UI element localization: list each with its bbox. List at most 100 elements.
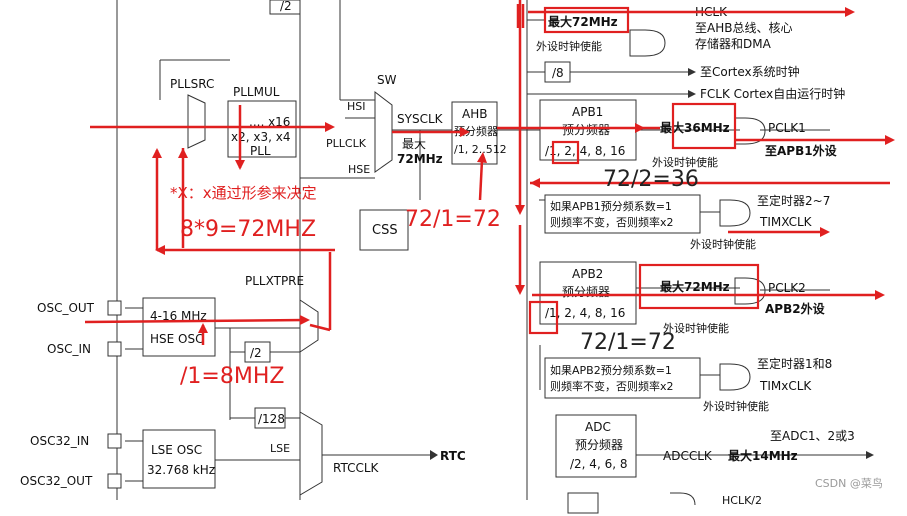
svg-text:PCLK1: PCLK1	[768, 121, 806, 135]
svg-text:/8: /8	[552, 66, 564, 80]
svg-text:至AHB总线、核心: 至AHB总线、核心	[695, 21, 792, 35]
apb2-timer-multiplier: 如果APB2预分频系数=1 则频率不变，否则频率x2 至定时器1和8 TIMxC…	[544, 356, 832, 413]
apb1-prescaler: APB1 预分频器 /1, 2, 4, 8, 16	[539, 99, 637, 161]
pllxtpre-mux: PLLXTPRE	[245, 274, 319, 353]
osc-in-pin: OSC_IN	[47, 341, 122, 357]
osc32-out-pin: OSC32_OUT	[20, 473, 122, 489]
svg-text:OSC32_OUT: OSC32_OUT	[20, 474, 93, 488]
svg-text:PLLSRC: PLLSRC	[170, 77, 214, 91]
svg-text:/128: /128	[258, 412, 285, 426]
lse-osc-block: LSE OSC 32.768 kHz LSE	[142, 429, 290, 489]
svg-text:ADC: ADC	[585, 420, 611, 434]
svg-text:外设时钟使能: 外设时钟使能	[652, 155, 718, 169]
svg-text:PLL: PLL	[250, 144, 271, 158]
svg-text:预分频器: 预分频器	[562, 285, 610, 299]
svg-text:至ADC1、2或3: 至ADC1、2或3	[770, 429, 855, 443]
pllsrc-mux: PLLSRC	[170, 77, 214, 149]
apb2-calc-annotation: 72/1=72	[580, 330, 676, 355]
red-highlight-boxes	[528, 6, 760, 335]
svg-text:至Cortex系统时钟: 至Cortex系统时钟	[700, 64, 800, 79]
svg-text:/1, 2, 4, 8, 16: /1, 2, 4, 8, 16	[545, 306, 625, 320]
pll-calc-annotation: 8*9=72MHZ	[180, 217, 316, 242]
svg-text:SYSCLK: SYSCLK	[397, 112, 444, 126]
svg-text:/1, 2..512: /1, 2..512	[454, 143, 507, 156]
svg-text:OSC_OUT: OSC_OUT	[37, 301, 95, 315]
svg-text:最大72MHz: 最大72MHz	[660, 279, 730, 294]
svg-text:CSS: CSS	[372, 223, 398, 238]
svg-text:APB2外设: APB2外设	[765, 301, 826, 316]
svg-text:至定时器1和8: 至定时器1和8	[757, 356, 832, 371]
svg-text:APB2: APB2	[572, 267, 603, 281]
svg-text:如果APB1预分频系数=1: 如果APB1预分频系数=1	[550, 199, 672, 213]
svg-text:最大36MHz: 最大36MHz	[660, 120, 730, 135]
svg-text:PLLCLK: PLLCLK	[326, 137, 367, 150]
svg-text:则频率不变，否则频率x2: 则频率不变，否则频率x2	[550, 379, 674, 393]
svg-text:/2: /2	[250, 346, 262, 360]
svg-text:FCLK Cortex自由运行时钟: FCLK Cortex自由运行时钟	[700, 86, 845, 101]
svg-text:/2, 4, 6, 8: /2, 4, 6, 8	[570, 457, 627, 471]
svg-text:如果APB2预分频系数=1: 如果APB2预分频系数=1	[550, 363, 672, 377]
div2-top-block: /2	[269, 0, 301, 15]
svg-text:则频率不变，否则频率x2: 则频率不变，否则频率x2	[550, 215, 674, 229]
svg-text:外设时钟使能: 外设时钟使能	[703, 399, 769, 413]
adc-prescaler: ADC 预分频器 /2, 4, 6, 8 ADCCLK 最大14MHz 至ADC…	[555, 414, 855, 478]
svg-text:OSC32_IN: OSC32_IN	[30, 434, 89, 448]
svg-text:HSI: HSI	[347, 100, 366, 113]
svg-text:外设时钟使能: 外设时钟使能	[663, 321, 729, 335]
hclk-section: 最大72MHz HCLK 至AHB总线、核心 存储器和DMA 外设时钟使能 /8…	[536, 5, 845, 101]
apb1-calc-annotation: 72/2=36	[603, 167, 699, 192]
ahb-calc-annotation: 72/1=72	[405, 207, 501, 232]
sw-mux: SW HSI PLLCLK HSE SYSCLK 最大 72MHz	[326, 73, 444, 176]
watermark: CSDN @菜鸟	[815, 476, 883, 490]
svg-text:LSE: LSE	[270, 442, 290, 455]
pll-block: PLLMUL ..., x16 x2, x3, x4 PLL	[227, 85, 297, 158]
svg-text:32.768 kHz: 32.768 kHz	[147, 463, 215, 477]
svg-text:PCLK2: PCLK2	[768, 281, 806, 295]
div2-hse-block: /2	[244, 341, 271, 363]
svg-text:最大: 最大	[402, 137, 426, 151]
svg-text:APB1: APB1	[572, 105, 603, 119]
svg-text:PLLMUL: PLLMUL	[233, 85, 280, 99]
svg-text:RTCCLK: RTCCLK	[333, 461, 380, 475]
svg-text:HSE: HSE	[348, 163, 370, 176]
svg-text:/2: /2	[280, 0, 292, 13]
css-block: CSS	[359, 209, 409, 251]
hse-calc-annotation: /1=8MHZ	[180, 364, 284, 389]
osc32-in-pin: OSC32_IN	[30, 433, 122, 449]
osc-out-pin: OSC_OUT	[37, 300, 122, 316]
svg-text:最大72MHz: 最大72MHz	[548, 14, 618, 29]
pclk1-section: 最大36MHz PCLK1 至APB1外设 外设时钟使能	[652, 117, 838, 169]
svg-text:外设时钟使能: 外设时钟使能	[536, 39, 602, 53]
svg-text:SW: SW	[377, 73, 397, 87]
svg-text:RTC: RTC	[440, 449, 466, 463]
svg-text:HSE OSC: HSE OSC	[150, 332, 203, 346]
svg-text:72MHz: 72MHz	[397, 152, 443, 166]
svg-text:AHB: AHB	[462, 107, 487, 121]
svg-text:至定时器2~7: 至定时器2~7	[757, 193, 830, 208]
pclk2-section: 最大72MHz PCLK2 APB2外设 外设时钟使能	[660, 277, 826, 335]
apb2-prescaler: APB2 预分频器 /1, 2, 4, 8, 16	[539, 261, 637, 325]
svg-text:ADCCLK: ADCCLK	[663, 449, 713, 463]
hse-osc-block: 4-16 MHz HSE OSC	[142, 297, 216, 357]
rtc-mux: RTCCLK RTC	[299, 411, 466, 496]
svg-text:OSC_IN: OSC_IN	[47, 342, 91, 356]
svg-text:PLLXTPRE: PLLXTPRE	[245, 274, 304, 288]
svg-text:预分频器: 预分频器	[575, 438, 623, 452]
annotation-texts: *X：x通过形参来决定 8*9=72MHZ 72/1=72 /1=8MHZ 72…	[170, 167, 699, 389]
svg-text:最大14MHz: 最大14MHz	[728, 448, 798, 463]
svg-text:HCLK/2: HCLK/2	[722, 494, 762, 507]
svg-text:预分频器: 预分频器	[562, 123, 610, 137]
svg-text:外设时钟使能: 外设时钟使能	[690, 237, 756, 251]
hclk2-partial: HCLK/2	[567, 492, 762, 514]
x-note-annotation: *X：x通过形参来决定	[170, 184, 317, 202]
svg-text:/1, 2, 4, 8, 16: /1, 2, 4, 8, 16	[545, 144, 625, 158]
svg-text:存储器和DMA: 存储器和DMA	[695, 36, 772, 51]
diagram-wiring	[116, 0, 874, 500]
apb1-timer-multiplier: 如果APB1预分频系数=1 则频率不变，否则频率x2 至定时器2~7 TIMXC…	[544, 193, 830, 251]
red-annotation-lines	[84, 0, 895, 345]
svg-text:至APB1外设: 至APB1外设	[765, 143, 838, 158]
svg-text:LSE OSC: LSE OSC	[151, 443, 202, 457]
svg-text:..., x16: ..., x16	[249, 115, 290, 129]
svg-text:TIMxCLK: TIMxCLK	[759, 379, 812, 393]
